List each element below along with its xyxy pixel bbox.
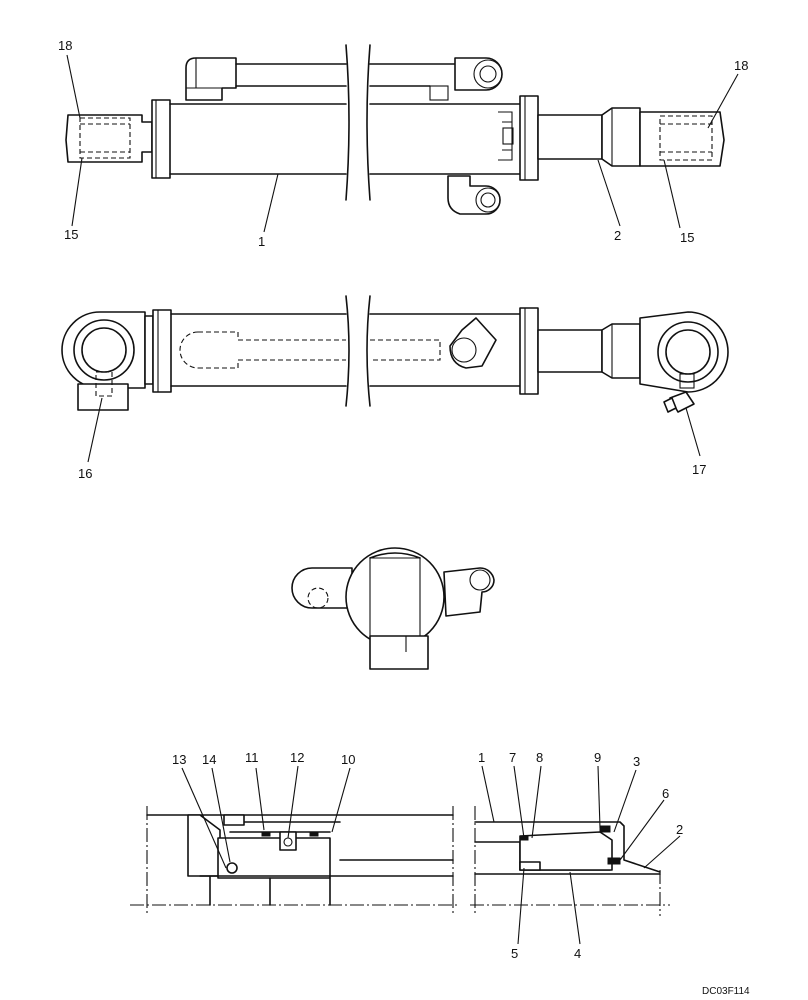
callout-2-section: 2 (676, 822, 683, 837)
cylinder-section-view (130, 806, 670, 916)
callout-12: 12 (290, 750, 304, 765)
callout-10: 10 (341, 752, 355, 767)
callout-7: 7 (509, 750, 516, 765)
callout-11: 11 (245, 750, 259, 765)
cylinder-side-view (61, 295, 729, 413)
callout-17: 17 (692, 462, 706, 477)
callout-4: 4 (574, 946, 581, 961)
callout-1-top: 1 (258, 234, 265, 249)
callout-13: 13 (172, 752, 186, 767)
callout-14: 14 (202, 752, 216, 767)
callout-16: 16 (78, 466, 92, 481)
callout-9: 9 (594, 750, 601, 765)
callout-18-right: 18 (734, 58, 748, 73)
callout-3: 3 (633, 754, 640, 769)
callout-15-left: 15 (64, 227, 78, 242)
cylinder-end-view (291, 547, 495, 670)
leader-lines (66, 54, 739, 945)
drawing-code: DC03F114 (702, 986, 750, 997)
callout-1-section: 1 (478, 750, 485, 765)
callout-8: 8 (536, 750, 543, 765)
callout-15-right: 15 (680, 230, 694, 245)
callout-6: 6 (662, 786, 669, 801)
callout-labels: 18 18 15 1 2 15 16 17 13 14 11 12 10 1 7… (58, 38, 750, 997)
cylinder-top-view (65, 44, 725, 215)
callout-18-left: 18 (58, 38, 72, 53)
callout-5: 5 (511, 946, 518, 961)
callout-2-top: 2 (614, 228, 621, 243)
